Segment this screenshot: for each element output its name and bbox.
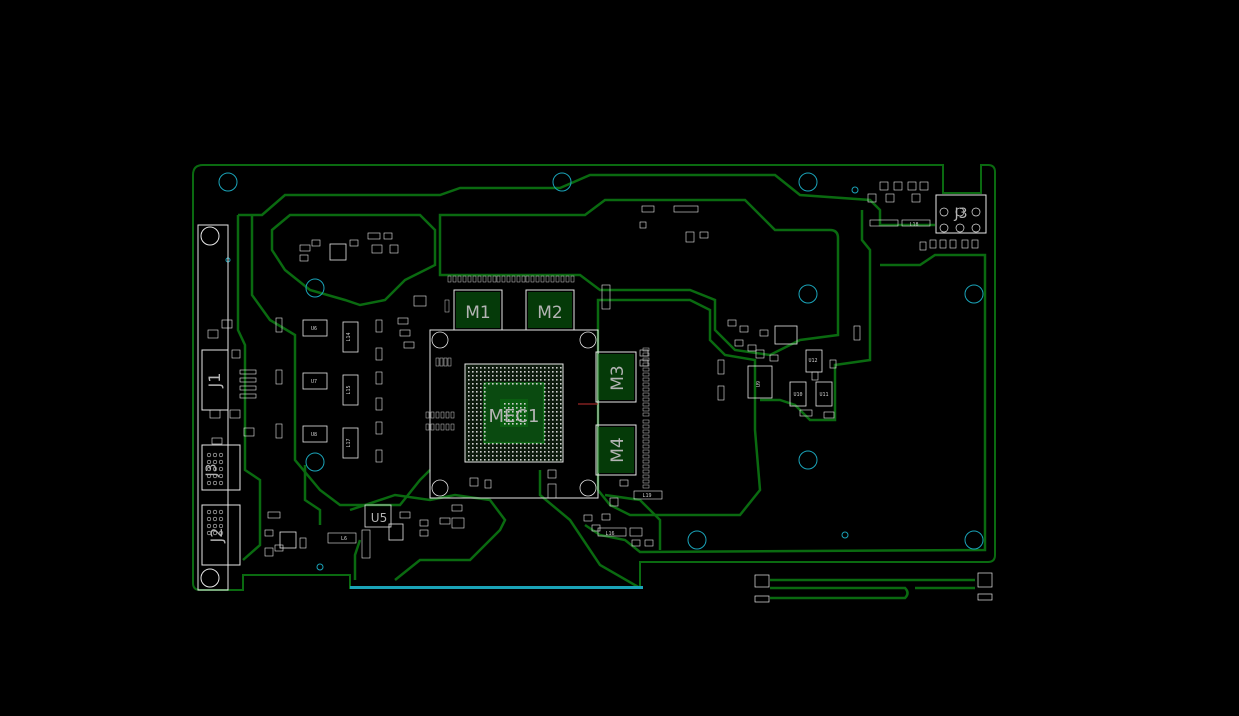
memory-chips — [453, 289, 637, 476]
dsub-pins — [206, 452, 224, 536]
copper-traces — [236, 173, 987, 600]
u6-label: U6 — [311, 326, 317, 332]
pad-strips — [425, 275, 650, 489]
m4-label: M4 — [608, 437, 628, 462]
l18-label: L18 — [909, 222, 918, 228]
edge-connector — [350, 586, 643, 589]
processor-mec1 — [429, 329, 599, 499]
j3-left-label: J3 — [204, 463, 220, 477]
l17-label: L17 — [346, 438, 352, 447]
m2-label: M2 — [537, 303, 562, 323]
u7-label: U7 — [311, 379, 317, 385]
u8-label: U8 — [311, 432, 317, 438]
u10-label: U10 — [793, 392, 802, 398]
bottom-right-parts — [754, 572, 993, 603]
l14-label: L14 — [346, 332, 352, 341]
j1-label: J1 — [205, 373, 224, 389]
bga-ball-grid — [468, 367, 562, 461]
board-outline — [192, 164, 996, 591]
l16-label: L16 — [605, 531, 614, 537]
u9-label: U9 — [756, 381, 762, 387]
m3-label: M3 — [608, 365, 628, 390]
mec1-label: MEC1 — [489, 406, 540, 427]
power-components — [279, 243, 833, 549]
u12-label: U12 — [808, 358, 817, 364]
u11-label: U11 — [819, 392, 828, 398]
m1-label: M1 — [465, 303, 490, 323]
l6-label: L6 — [341, 536, 347, 542]
mounting-holes — [218, 172, 984, 571]
l19-label: L19 — [642, 493, 651, 499]
smd-parts — [207, 181, 979, 559]
j2-label: J2 — [207, 528, 226, 544]
j3-label: J3 — [953, 206, 967, 222]
j3-pins — [939, 207, 981, 233]
u5-label: U5 — [371, 511, 387, 525]
l15-label: L15 — [346, 385, 352, 394]
